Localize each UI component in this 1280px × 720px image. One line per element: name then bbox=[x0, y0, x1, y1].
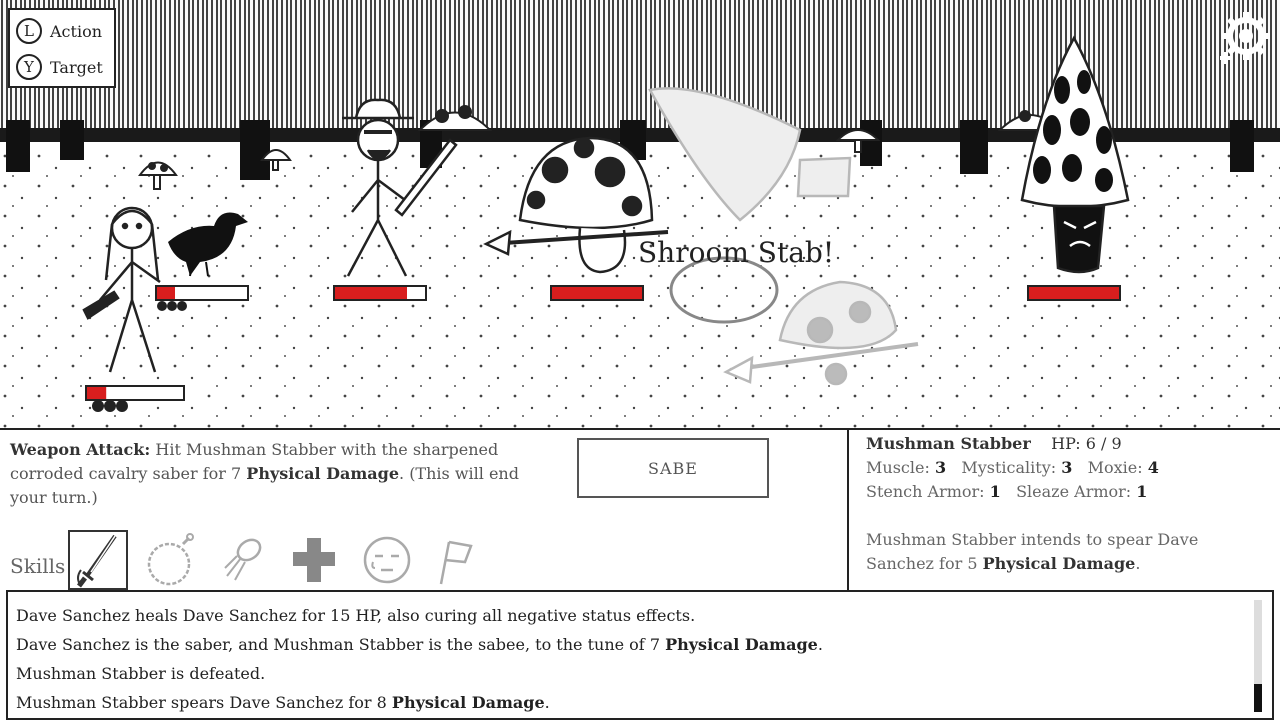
combat-text: Shroom Stab! bbox=[638, 236, 835, 269]
info-panels: Weapon Attack: Hit Mushman Stabber with … bbox=[0, 428, 1280, 590]
log-damage: Physical Damage bbox=[391, 693, 545, 712]
crow-companion[interactable] bbox=[168, 212, 248, 277]
target-panel: Mushman Stabber HP: 6 / 9 Muscle: 3 Myst… bbox=[850, 430, 1280, 590]
log-text: Dave Sanchez heals Dave Sanchez for 15 H… bbox=[16, 606, 696, 625]
desc-title: Weapon Attack: bbox=[10, 440, 151, 459]
cowboy-ally[interactable] bbox=[342, 98, 458, 277]
stat-label: Moxie: bbox=[1087, 458, 1143, 477]
hp-bar-player bbox=[85, 385, 185, 401]
morel-enemy[interactable] bbox=[1020, 35, 1130, 274]
stat-value: 3 bbox=[1061, 458, 1073, 477]
health-bars bbox=[85, 285, 1121, 401]
bean-icon bbox=[224, 538, 262, 581]
gear-icon bbox=[1220, 12, 1270, 64]
status-effect-icons bbox=[92, 301, 187, 412]
target-label: Target bbox=[50, 57, 103, 77]
skill-saber[interactable] bbox=[68, 530, 128, 590]
face-icon bbox=[363, 536, 411, 584]
stat-label: Muscle: bbox=[866, 458, 930, 477]
combat-log[interactable]: Dave Sanchez heals Dave Sanchez for 15 H… bbox=[6, 590, 1274, 720]
flag-icon bbox=[439, 540, 473, 585]
log-line: Dave Sanchez heals Dave Sanchez for 15 H… bbox=[16, 606, 695, 625]
hp-bar-mushman-stabber bbox=[550, 285, 644, 301]
desc-damage: Physical Damage bbox=[246, 464, 400, 483]
stat-value: 1 bbox=[989, 482, 1001, 501]
stat-label: Mysticality: bbox=[961, 458, 1057, 477]
log-damage: Physical Damage bbox=[665, 635, 818, 654]
target-hint[interactable]: Y Target bbox=[16, 54, 103, 80]
desc-text: Hit Mushman Stabber with the sharpened c… bbox=[10, 440, 499, 483]
action-hint[interactable]: L Action bbox=[16, 18, 102, 44]
ghost-attack-effect bbox=[648, 87, 919, 386]
hp-bar-morel bbox=[1027, 285, 1121, 301]
stats-row-2: Stench Armor: 1 Sleaze Armor: 1 bbox=[866, 482, 1147, 501]
sabe-button[interactable]: SABE bbox=[577, 438, 769, 498]
target-header: Mushman Stabber HP: 6 / 9 bbox=[866, 434, 1122, 453]
stopwatch-icon bbox=[147, 533, 194, 586]
skill-heal[interactable] bbox=[284, 530, 344, 590]
stat-label: Sleaze Armor: bbox=[1016, 482, 1132, 501]
enemy-intent: Mushman Stabber intends to spear Dave Sa… bbox=[866, 528, 1270, 576]
log-scrollbar[interactable] bbox=[1254, 600, 1262, 712]
skill-flag[interactable] bbox=[428, 530, 488, 590]
stat-value: 1 bbox=[1136, 482, 1148, 501]
log-text: Mushman Stabber spears Dave Sanchez for … bbox=[16, 693, 387, 712]
skill-bean[interactable] bbox=[212, 530, 272, 590]
l-button-icon: L bbox=[16, 18, 42, 44]
log-tail: . bbox=[544, 693, 550, 712]
log-line: Dave Sanchez is the saber, and Mushman S… bbox=[16, 635, 823, 654]
battle-scene: Shroom Stab! bbox=[0, 0, 1280, 428]
stats-row-1: Muscle: 3 Mysticality: 3 Moxie: 4 bbox=[866, 458, 1159, 477]
log-text: Mushman Stabber is defeated. bbox=[16, 664, 266, 683]
control-hints: L Action Y Target bbox=[8, 8, 116, 88]
hp-bar-cowboy bbox=[333, 285, 427, 301]
log-scroll-thumb[interactable] bbox=[1254, 684, 1262, 712]
log-tail: . bbox=[817, 635, 823, 654]
action-description: Weapon Attack: Hit Mushman Stabber with … bbox=[10, 438, 550, 510]
action-label: Action bbox=[50, 21, 102, 41]
y-button-icon: Y bbox=[16, 54, 42, 80]
log-line: Mushman Stabber is defeated. bbox=[16, 664, 265, 683]
desc-tail: . (This will end your turn.) bbox=[10, 464, 519, 507]
skills-label: Skills bbox=[10, 554, 66, 578]
settings-button[interactable] bbox=[1212, 10, 1272, 70]
heal-cross-icon bbox=[293, 538, 335, 582]
stat-value: 4 bbox=[1147, 458, 1159, 477]
intent-damage: Physical Damage bbox=[982, 554, 1136, 573]
stat-label: Stench Armor: bbox=[866, 482, 985, 501]
skill-stopwatch[interactable] bbox=[140, 530, 200, 590]
target-name: Mushman Stabber bbox=[866, 434, 1031, 453]
mushman-stabber-enemy[interactable] bbox=[483, 136, 669, 274]
saber-icon bbox=[77, 534, 117, 588]
stat-value: 3 bbox=[934, 458, 947, 477]
player-character[interactable] bbox=[82, 206, 161, 373]
log-line: Mushman Stabber spears Dave Sanchez for … bbox=[16, 693, 550, 712]
target-hp: HP: 6 / 9 bbox=[1051, 434, 1122, 453]
log-text: Dave Sanchez is the saber, and Mushman S… bbox=[16, 635, 660, 654]
skill-face[interactable] bbox=[356, 530, 416, 590]
hp-bar-crow bbox=[155, 285, 249, 301]
intent-tail: . bbox=[1135, 554, 1141, 573]
action-panel: Weapon Attack: Hit Mushman Stabber with … bbox=[0, 430, 848, 590]
intent-text: Mushman Stabber intends to spear Dave Sa… bbox=[866, 530, 1199, 573]
